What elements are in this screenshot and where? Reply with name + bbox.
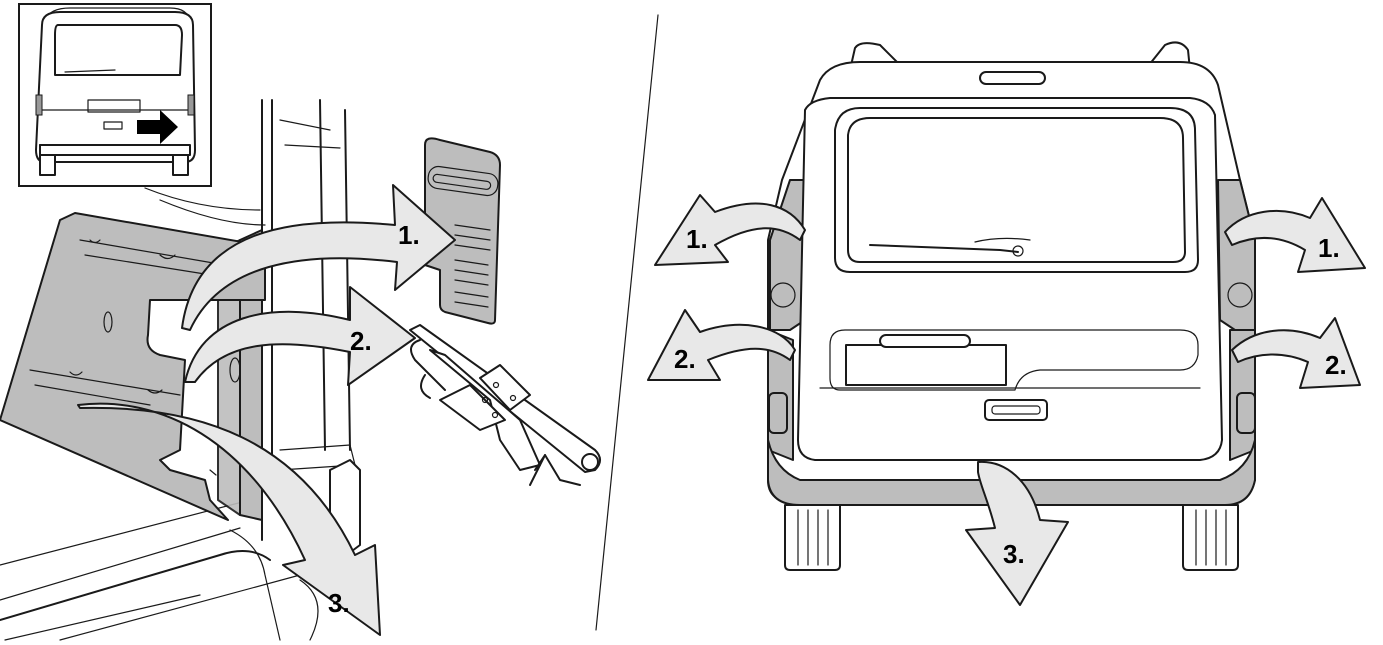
left-interior-scene: 1. 2. 3. xyxy=(0,99,601,641)
jack-and-crank xyxy=(409,324,601,486)
step-3-label: 3. xyxy=(328,588,350,618)
removal-arrow-2 xyxy=(184,286,416,386)
removal-arrow-1 xyxy=(181,184,456,331)
rear-step-left-1: 1. xyxy=(686,224,708,254)
rear-step-left-2: 2. xyxy=(674,344,696,374)
step-2-label: 2. xyxy=(350,326,372,356)
van-rear-inset xyxy=(18,3,212,187)
rear-arrow-left-2 xyxy=(647,309,796,381)
rear-arrow-bottom-3 xyxy=(965,460,1069,606)
rear-arrow-right-2 xyxy=(1231,317,1361,389)
divider-line xyxy=(595,14,659,631)
removal-arrow-3 xyxy=(77,402,381,636)
indicator-arrow-icon xyxy=(137,110,178,144)
rear-step-right-2: 2. xyxy=(1325,350,1347,380)
rear-step-right-1: 1. xyxy=(1318,233,1340,263)
side-panel-cover xyxy=(424,137,501,325)
rear-step-bottom-3: 3. xyxy=(1003,539,1025,569)
van-rear-view: 1. 2. 1. 2. 3. xyxy=(647,41,1366,606)
step-1-label: 1. xyxy=(398,220,420,250)
rear-arrow-left-1 xyxy=(654,194,806,266)
rear-arrow-right-1 xyxy=(1224,197,1366,273)
